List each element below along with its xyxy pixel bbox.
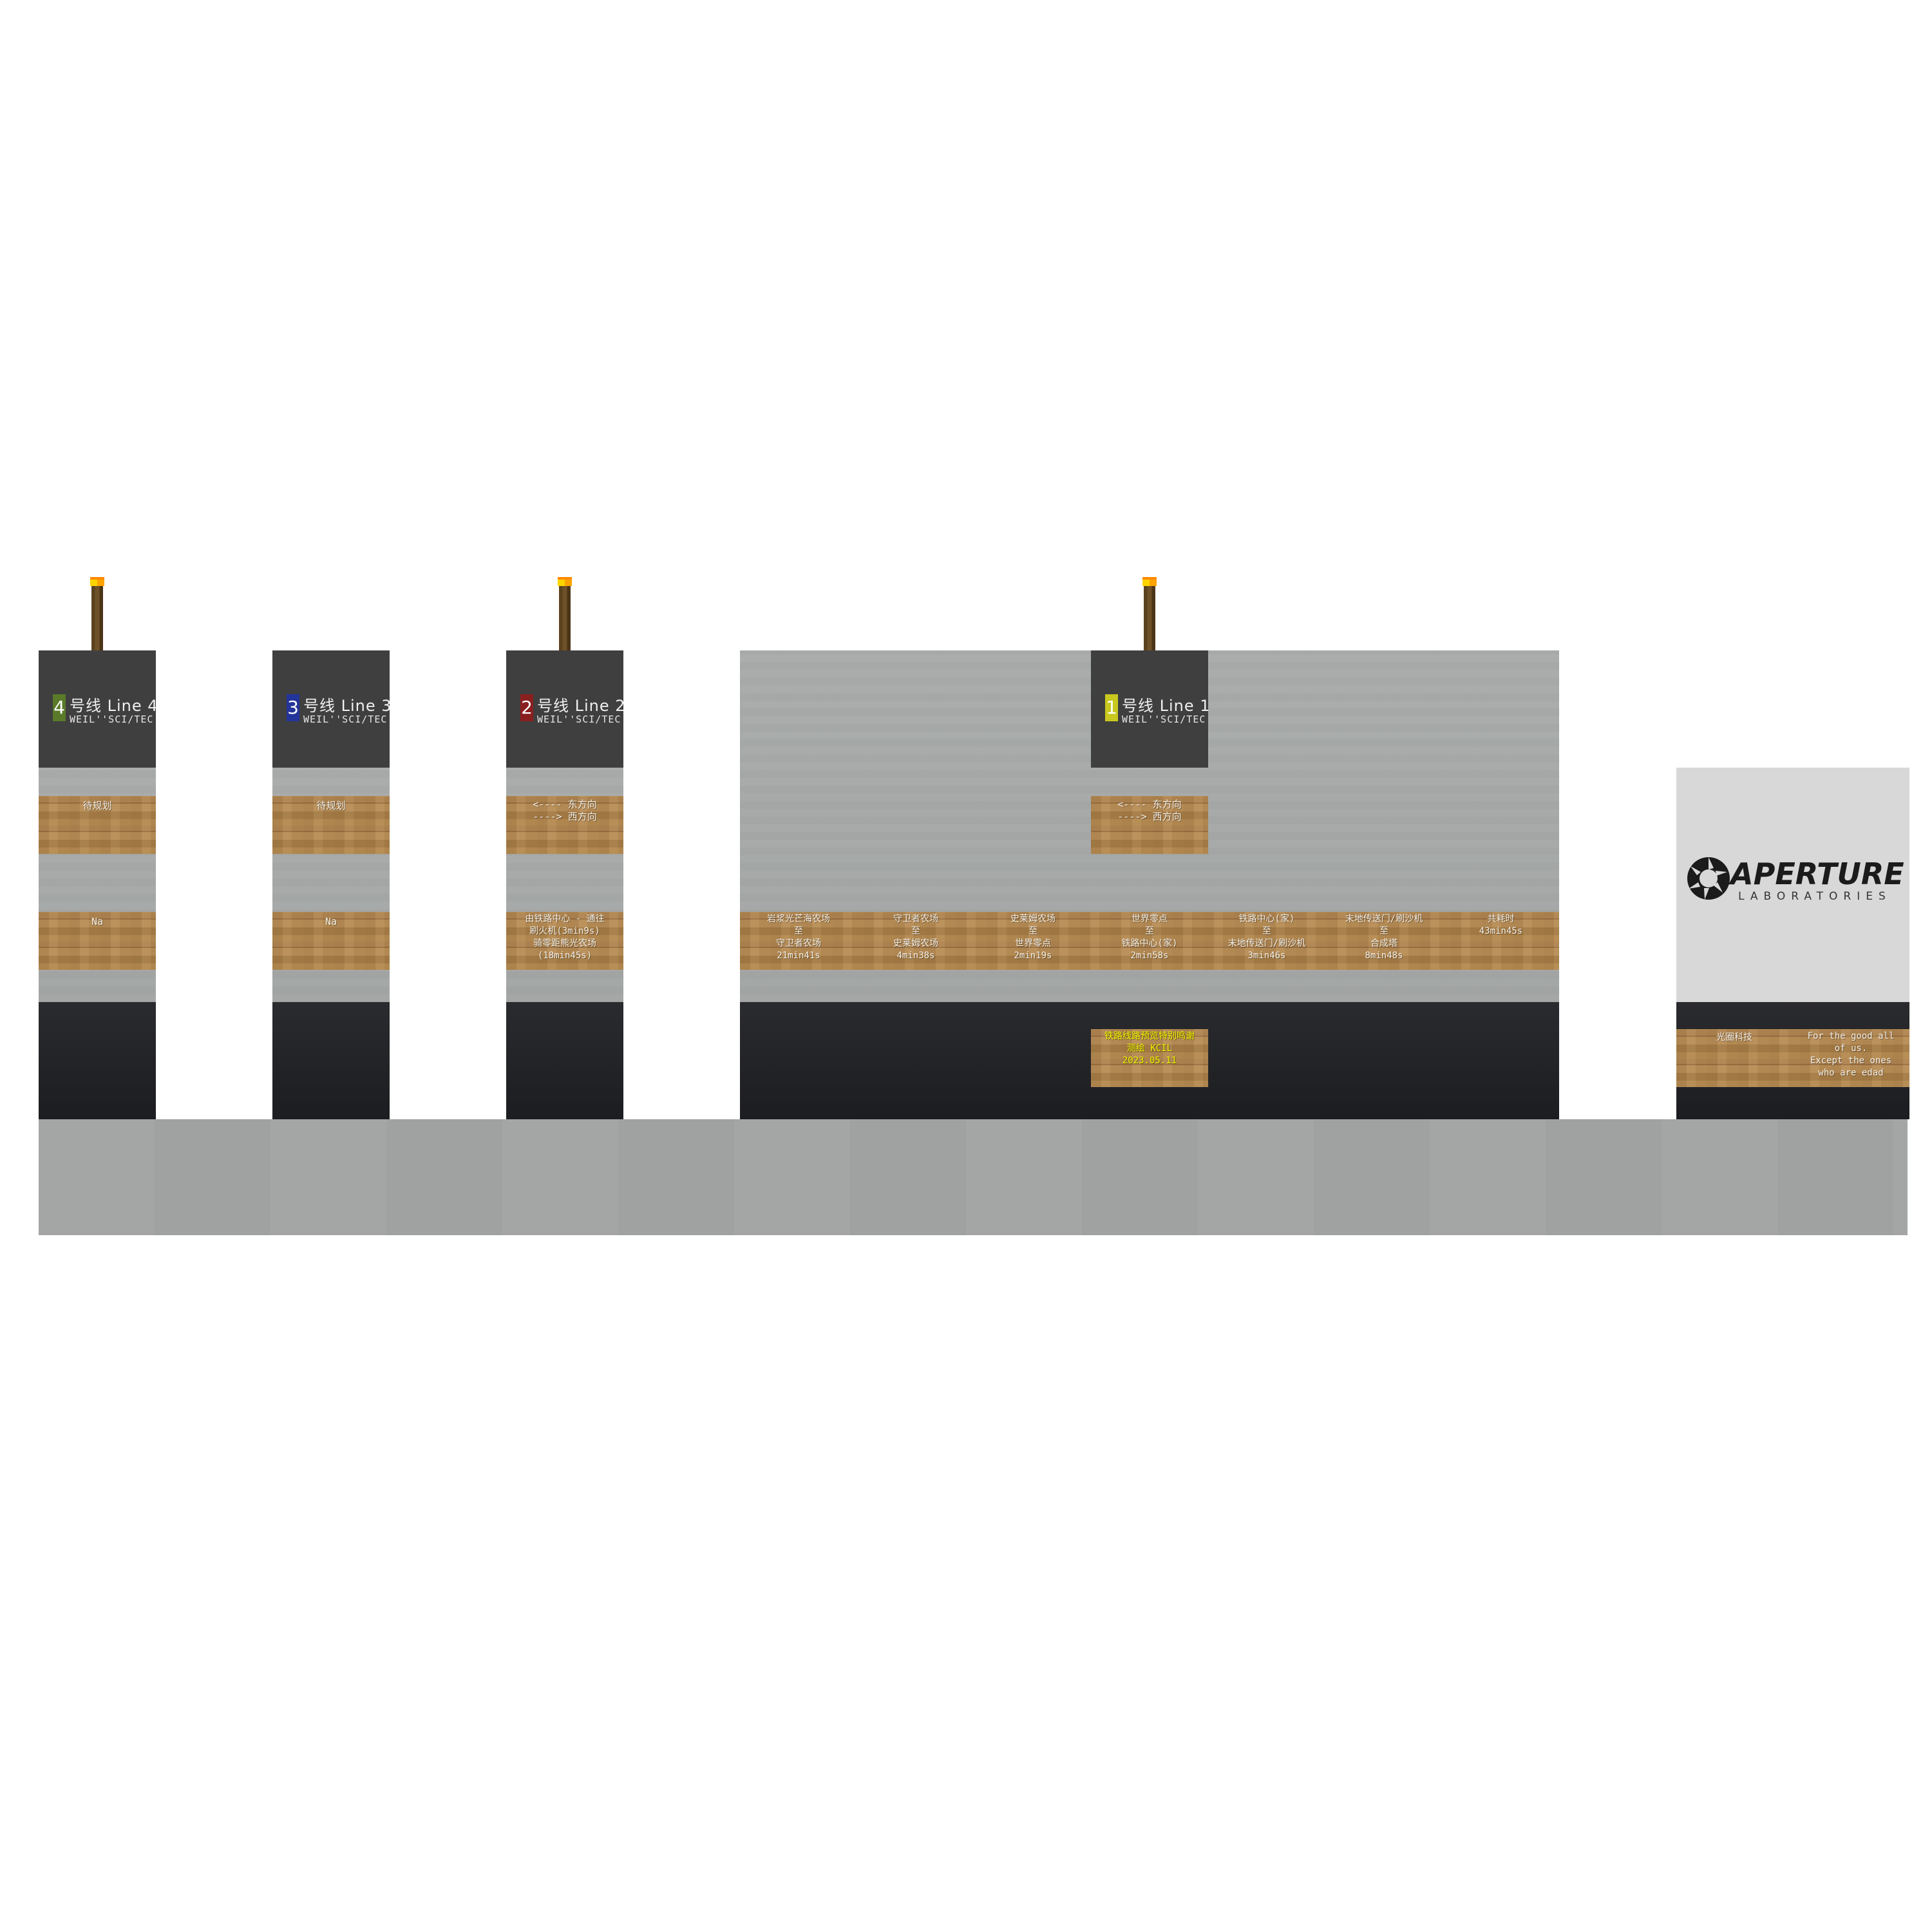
station-time: 2min19s <box>1014 951 1052 961</box>
station-connector: 至 <box>911 926 920 936</box>
sign-line: 骑零距熊光农场 <box>533 938 596 949</box>
aperture-sign-right: For the good all of us. Except the ones … <box>1792 1029 1909 1087</box>
line-4-mid-sign: Na <box>39 912 156 970</box>
line-3-header-sign: 3 号线 Line 3 WEIL''SCI/TEC <box>272 650 392 768</box>
station-time: 8min48s <box>1365 951 1403 961</box>
plaque-line: 铁路线路预览特别鸣谢 <box>1104 1031 1195 1041</box>
line-4-pillar-base <box>39 1002 156 1119</box>
sign-line: 待规划 <box>316 800 346 811</box>
line-2-pillar-base <box>506 1002 623 1119</box>
station-from: 岩浆光芒海农场 <box>767 914 830 924</box>
sign-line: Na <box>325 916 337 927</box>
total-time: 43min45s <box>1479 926 1523 936</box>
line-3-pillar-base <box>272 1002 390 1119</box>
line-4-company: WEIL''SCI/TEC <box>70 714 154 725</box>
station-total: 共耗时 43min45s <box>1443 912 1559 970</box>
sign-line: 由铁路中心 - 通往 <box>525 914 605 924</box>
aperture-logo-icon <box>1687 857 1730 900</box>
sign-line: For the good all <box>1807 1031 1895 1041</box>
torch-flame-icon <box>558 577 572 586</box>
station-from: 末地传送门/刷沙机 <box>1345 914 1423 924</box>
line-1-credits-plaque: 铁路线路预览特别鸣谢 测绘 KCIL 2023.05.11 <box>1091 1029 1208 1087</box>
station-from: 守卫者农场 <box>893 914 938 924</box>
sign-line: of us. <box>1834 1043 1868 1054</box>
torch-icon <box>559 586 571 650</box>
sign-line: <---- 东方向 <box>533 799 597 810</box>
station-from: 史莱姆农场 <box>1010 914 1056 924</box>
station-time: 21min41s <box>777 951 820 961</box>
line-4-header-sign: 4 号线 Line 4 WEIL''SCI/TEC <box>39 650 158 768</box>
line-2-title: 号线 Line 2 <box>537 697 626 715</box>
station-connector: 至 <box>1028 926 1037 936</box>
station-time: 4min38s <box>896 951 935 961</box>
station-time: 3min46s <box>1247 951 1286 961</box>
aperture-logo-text: APERTURE <box>1730 857 1904 891</box>
station-to: 史莱姆农场 <box>893 938 938 949</box>
station-to: 铁路中心(家) <box>1121 938 1178 949</box>
line-3-badge: 3 <box>287 694 299 721</box>
station-from: 世界零点 <box>1132 914 1168 924</box>
plaque-line: 测绘 KCIL <box>1126 1043 1173 1054</box>
aperture-logo-subtext: LABORATORIES <box>1738 890 1891 903</box>
aperture-sign-strip <box>1676 1029 1909 1087</box>
line-1-badge: 1 <box>1105 694 1118 721</box>
station-connector: 至 <box>794 926 803 936</box>
torch-flame-icon <box>1142 577 1157 586</box>
line-2-badge: 2 <box>520 694 533 721</box>
total-label: 共耗时 <box>1487 914 1515 924</box>
line-4-badge: 4 <box>53 694 66 721</box>
station-segment-3: 史莱姆农场 至 世界零点 2min19s <box>974 912 1092 970</box>
station-to: 守卫者农场 <box>776 938 821 949</box>
line-1-company: WEIL''SCI/TEC <box>1122 714 1206 725</box>
line-1-timetable-strip <box>740 912 1559 970</box>
aperture-panel: APERTURE LABORATORIES <box>1676 768 1909 1002</box>
line-4-top-sign: 待规划 <box>39 796 156 854</box>
line-3-top-sign: 待规划 <box>272 796 390 854</box>
aperture-sign-left: 光圈科技 <box>1676 1029 1792 1087</box>
floor <box>39 1119 1908 1235</box>
station-segment-6: 末地传送门/刷沙机 至 合成塔 8min48s <box>1325 912 1443 970</box>
line-3-mid-sign: Na <box>272 912 390 970</box>
sign-line: ----> 西方向 <box>1117 811 1182 822</box>
line-2-route-sign: 由铁路中心 - 通往 刷火机(3min9s) 骑零距熊光农场 (18min45s… <box>506 912 623 970</box>
sign-line: ----> 西方向 <box>533 811 597 822</box>
line-3-company: WEIL''SCI/TEC <box>303 714 388 725</box>
station-segment-1: 岩浆光芒海农场 至 守卫者农场 21min41s <box>740 912 857 970</box>
line-1-title: 号线 Line 1 <box>1122 697 1211 715</box>
torch-flame-icon <box>90 577 104 586</box>
sign-line: (18min45s) <box>537 951 592 961</box>
station-segment-4: 世界零点 至 铁路中心(家) 2min58s <box>1091 912 1208 970</box>
station-segment-2: 守卫者农场 至 史莱姆农场 4min38s <box>857 912 974 970</box>
station-connector: 至 <box>1262 926 1271 936</box>
sign-line: Except the ones <box>1810 1056 1892 1066</box>
station-connector: 至 <box>1379 926 1388 936</box>
line-2-header-sign: 2 号线 Line 2 WEIL''SCI/TEC <box>506 650 626 768</box>
station-time: 2min58s <box>1130 951 1169 961</box>
line-1-header-sign: 1 号线 Line 1 WEIL''SCI/TEC <box>1091 650 1211 768</box>
sign-line: <---- 东方向 <box>1117 799 1182 810</box>
station-to: 末地传送门/刷沙机 <box>1227 938 1306 949</box>
line-2-direction-sign: <---- 东方向 ----> 西方向 <box>506 796 623 854</box>
line-3-title: 号线 Line 3 <box>303 697 392 715</box>
line-2-company: WEIL''SCI/TEC <box>537 714 621 725</box>
sign-line: 光圈科技 <box>1716 1032 1752 1043</box>
station-segment-5: 铁路中心(家) 至 末地传送门/刷沙机 3min46s <box>1208 912 1325 970</box>
plaque-line: 2023.05.11 <box>1122 1056 1177 1066</box>
station-to: 世界零点 <box>1015 938 1051 949</box>
line-4-title: 号线 Line 4 <box>70 697 158 715</box>
sign-line: 待规划 <box>82 800 112 811</box>
sign-line: who are edad <box>1818 1068 1884 1078</box>
station-connector: 至 <box>1145 926 1154 936</box>
sign-line: 刷火机(3min9s) <box>529 926 600 936</box>
line-1-direction-sign: <---- 东方向 ----> 西方向 <box>1091 796 1208 854</box>
sign-line: Na <box>91 916 104 927</box>
station-to: 合成塔 <box>1370 938 1397 949</box>
torch-icon <box>1144 586 1155 650</box>
station-from: 铁路中心(家) <box>1238 914 1295 924</box>
torch-icon <box>91 586 103 650</box>
